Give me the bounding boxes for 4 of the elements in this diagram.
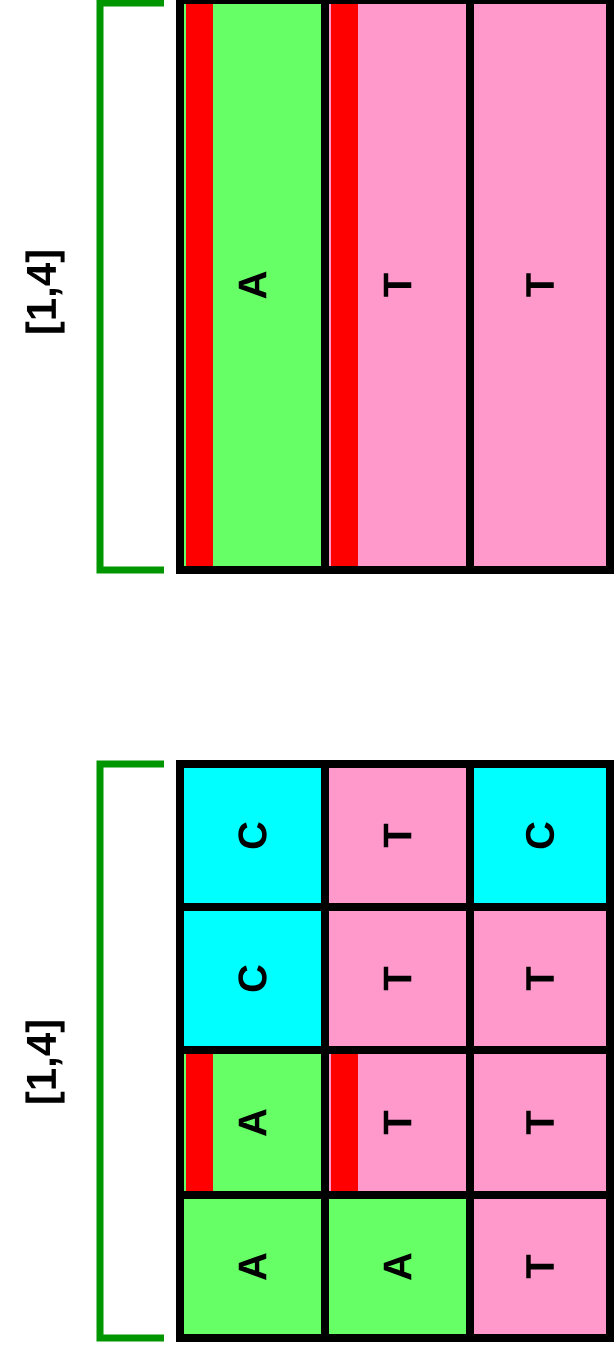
letter-cell: T	[466, 1191, 614, 1342]
range-label: [1,4]	[25, 251, 65, 333]
letter-cell: T	[466, 0, 614, 574]
range-label: [1,4]	[25, 1021, 65, 1103]
